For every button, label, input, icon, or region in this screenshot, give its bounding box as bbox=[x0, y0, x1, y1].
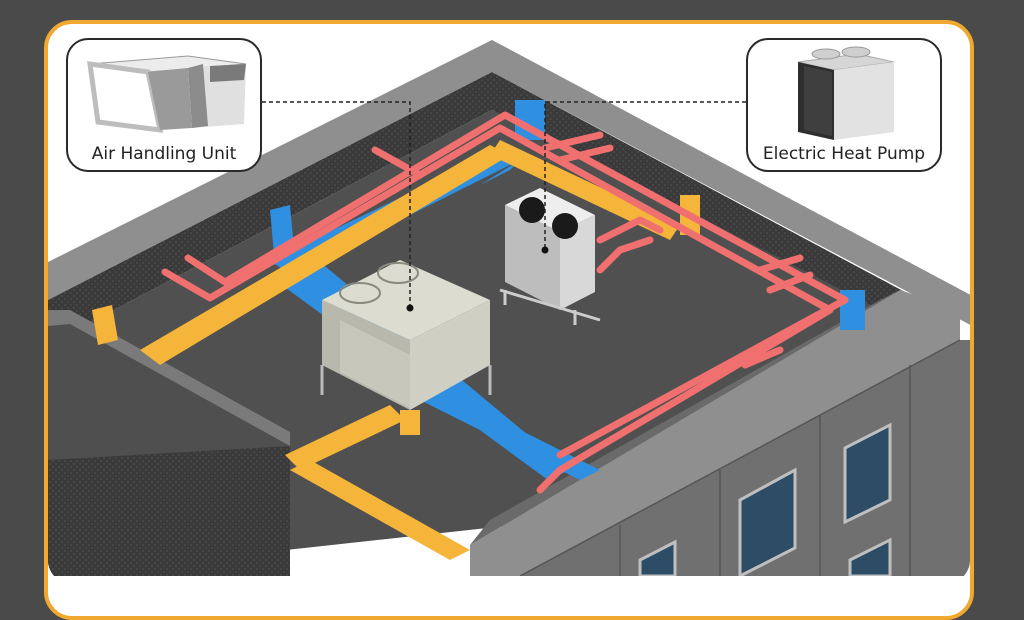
air-handling-unit-icon bbox=[87, 55, 247, 133]
callout-leader-lines bbox=[262, 101, 746, 308]
air-handling-unit-label: Air Handling Unit bbox=[91, 144, 237, 164]
electric-heat-pump-icon bbox=[797, 46, 895, 140]
adjacent-building-edge bbox=[48, 310, 290, 446]
parapet-inner-wall bbox=[48, 72, 920, 345]
parapet-top bbox=[48, 40, 970, 330]
callout-electric-heat-pump: Electric Heat Pump bbox=[746, 38, 942, 172]
supply-pipes bbox=[161, 111, 849, 494]
heat-pump bbox=[499, 188, 601, 325]
ahu-leader-dot bbox=[406, 304, 414, 312]
heat-pump-leader-dot bbox=[541, 246, 549, 254]
adjacent-building-wall bbox=[48, 446, 290, 576]
building-facade bbox=[520, 340, 970, 576]
rooftop-scene bbox=[48, 40, 970, 576]
yellow-duct bbox=[92, 140, 700, 560]
electric-heat-pump-label: Electric Heat Pump bbox=[762, 144, 926, 164]
air-handling-unit bbox=[320, 260, 492, 410]
facade-panel-lines bbox=[519, 339, 961, 576]
rooftop-hvac-diagram: Air Handling Unit Electric Heat Pump bbox=[44, 20, 974, 620]
parapet-front-inner bbox=[470, 290, 900, 545]
callout-air-handling-unit: Air Handling Unit bbox=[66, 38, 262, 172]
facade-windows bbox=[638, 422, 892, 576]
parapet-front-right bbox=[470, 290, 960, 576]
